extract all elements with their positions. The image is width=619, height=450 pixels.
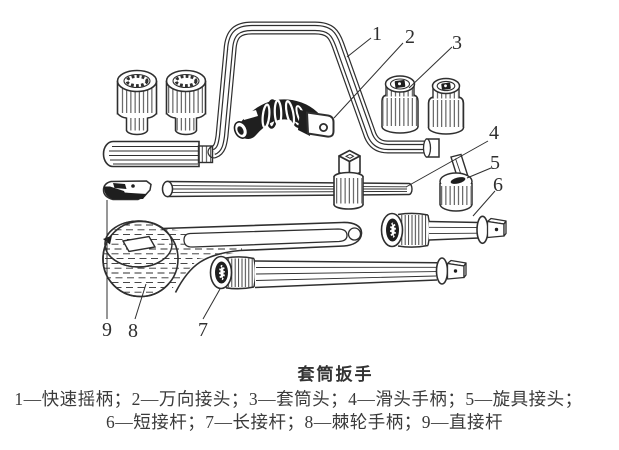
socket-head-right-1 <box>381 75 419 134</box>
speed-crank-handle <box>102 21 440 168</box>
t-handle-sleeve <box>333 171 364 210</box>
figure-caption-line2: 6—短接杆；7—长接杆；8—棘轮手柄；9—直接杆 <box>106 412 503 432</box>
sliding-t-handle <box>161 149 413 210</box>
callout-8: 8 <box>128 320 138 342</box>
callout-numbers: 1 2 3 4 5 6 7 8 9 <box>102 23 503 342</box>
figure-title: 套筒扳手 <box>297 365 374 384</box>
crank-grip <box>102 140 214 168</box>
socket-head-right-2 <box>427 77 465 135</box>
callout-3: 3 <box>452 32 462 54</box>
long-extension-bar <box>209 255 467 290</box>
short-bar-square-end <box>486 217 507 239</box>
figure-caption-line1: 1—快速摇柄；2—万向接头；3—套筒头；4—滑头手柄；5—旋具接头； <box>14 389 583 409</box>
universal-joint <box>233 99 335 139</box>
screwdriver-adapter <box>439 153 473 212</box>
crank-drive-end <box>422 138 440 158</box>
callout-6: 6 <box>493 174 503 196</box>
socket-head-left-1 <box>116 69 158 136</box>
callout-2: 2 <box>405 26 415 48</box>
long-bar-square-end <box>446 259 467 280</box>
short-extension-bar <box>380 212 507 248</box>
callout-4: 4 <box>489 122 499 144</box>
callout-1: 1 <box>372 23 382 45</box>
callout-leader-lines <box>106 37 496 320</box>
direct-bar <box>102 180 152 201</box>
callout-5: 5 <box>490 152 500 174</box>
diagram-canvas: 1 2 3 4 5 6 7 8 9 <box>102 21 507 342</box>
callout-9: 9 <box>102 319 112 341</box>
callout-7: 7 <box>198 319 208 341</box>
socket-head-left-2 <box>165 69 207 136</box>
